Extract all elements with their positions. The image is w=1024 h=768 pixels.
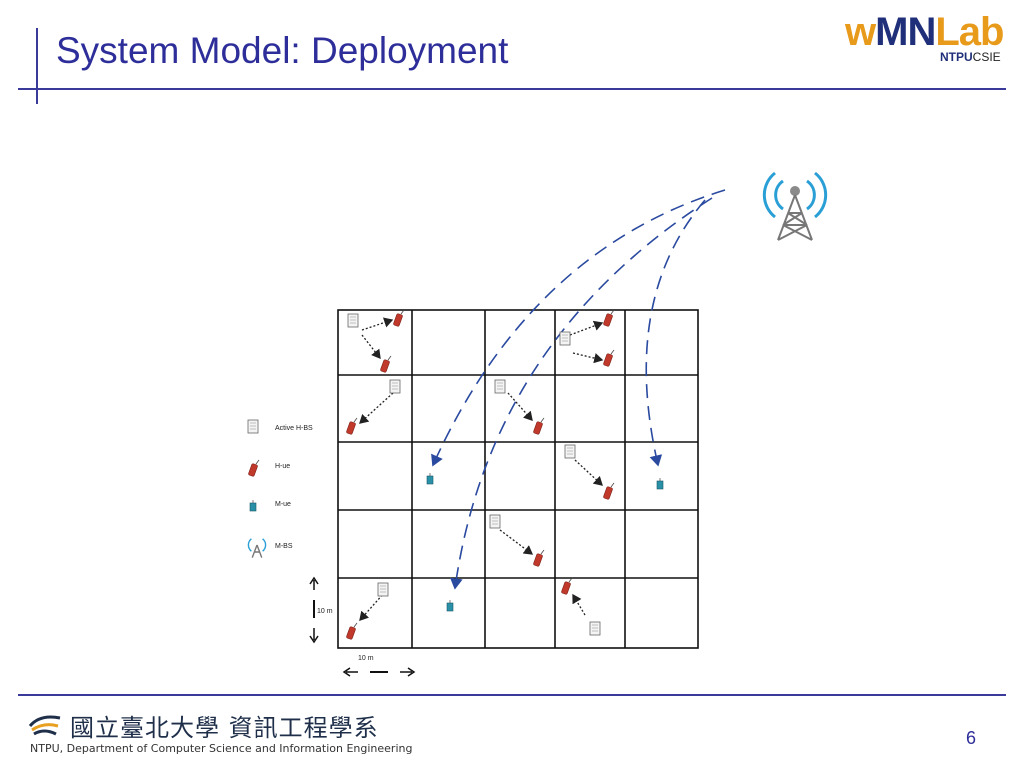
legend: Active H-BS H-ue M-ue M-BS [247,419,313,558]
ntpu-emblem-icon [28,715,61,736]
horizontal-scale: 10 m [342,655,416,677]
home-bs-icon [564,444,576,459]
page-number: 6 [966,728,977,748]
macro-link-1 [431,189,726,467]
logo-lab: Lab [935,10,1004,54]
home-bs-icon [347,313,359,328]
macro-tower-icon [762,171,828,241]
legend-hbs-icon [247,419,259,434]
legend-mbs-icon [247,538,267,558]
coverage-grid [337,309,699,649]
m-ue-phone-icon [656,477,664,490]
legend-active-hbs: Active H-BS [275,425,313,432]
macro-link-2 [450,197,713,590]
legend-hue-icon [247,459,260,478]
h-ue-phone-icon [392,309,405,328]
footer-chinese-name: 國立臺北大學 資訊工程學系 [70,714,379,742]
legend-mbs: M-BS [275,543,293,550]
h-ue-phone-icon [379,355,392,374]
ntpu-csie-logo: 國立臺北大學 資訊工程學系 NTPU, Department of Comput… [22,708,422,764]
h-ue-phone-icon [532,417,545,436]
logo-subtitle: NTPUCSIE [940,50,1001,64]
footer-english-name: NTPU, Department of Computer Science and… [30,742,413,755]
legend-mue: M-ue [275,501,291,508]
h-ue-phone-icon [560,577,573,596]
h-ue-phone-icon [345,622,358,641]
deployment-diagram: Active H-BS H-ue M-ue M-BS 10 m 10 m [247,171,828,677]
h-ue-phone-icon [602,482,615,501]
h-ue-phone-icon [602,309,615,328]
home-bs-icon [389,379,401,394]
logo-sub-ntpu: NTPU [940,50,973,64]
m-ue-phone-icon [446,599,454,612]
logo-sub-csie: CSIE [972,50,1001,64]
h-ue-phone-icon [345,417,358,436]
logo-wordmark: wMNLab [845,10,1004,55]
legend-mue-icon [249,499,257,512]
vertical-scale-label: 10 m [317,608,333,615]
home-bs-icon [559,331,571,346]
home-bs-icon [489,514,501,529]
legend-hue: H-ue [275,463,290,470]
horizontal-scale-label: 10 m [358,655,374,662]
logo-mn: MN [875,10,936,54]
home-bs-icon [377,582,389,597]
h-ue-phone-icon [532,549,545,568]
h-ue-phone-icon [602,349,615,368]
femto-links [359,317,604,621]
logo-w: w [845,10,876,54]
title-rule [18,88,1006,90]
wmnlab-logo: wMNLab NTPUCSIE [845,10,1024,70]
home-bs-icon [589,621,601,636]
home-bs-icon [494,379,506,394]
slide-title: System Model: Deployment [56,30,509,71]
macro-links [431,189,726,590]
title-accent-bar [36,28,38,104]
macro-link-3 [645,199,706,467]
footer-rule [18,694,1006,696]
vertical-scale: 10 m [309,576,333,644]
m-ue-phone-icon [426,472,434,485]
